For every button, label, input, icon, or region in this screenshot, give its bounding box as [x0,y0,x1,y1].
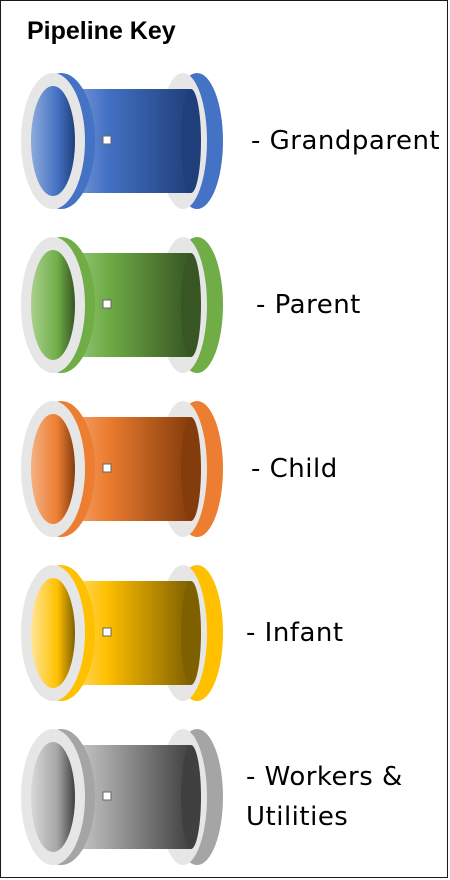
legend-entry: - Child [1,399,447,549]
rotation-handle-icon [102,627,112,637]
legend-title: Pipeline Key [27,17,176,45]
pipe-opening [31,250,75,360]
legend-entry-label: - Workers & Utilities [246,762,403,832]
pipe-icon [21,565,223,701]
pipe-icon [21,73,223,209]
legend-entry-label: - Grandparent [251,126,441,156]
pipe-body-end [181,581,201,685]
pipe-body-end [181,253,201,357]
pipe-opening [31,742,75,852]
pipe-body-end [181,417,201,521]
pipe-icon [21,237,223,373]
rotation-handle-icon [102,791,112,801]
rotation-handle-icon [102,463,112,473]
rotation-handle-icon [102,135,112,145]
pipe-opening [31,578,75,688]
pipe-opening [31,414,75,524]
legend-entry-label: - Child [251,454,338,484]
pipe-opening [31,86,75,196]
legend-entry: - Parent [1,235,447,385]
legend-entry-label: - Parent [256,290,361,320]
legend-entry: - Infant [1,563,447,713]
legend-entry: - Workers & Utilities [1,727,447,877]
legend-entry-label: - Infant [246,618,344,648]
pipe-body-end [181,89,201,193]
pipe-icon [21,401,223,537]
rotation-handle-icon [102,299,112,309]
legend-entry: - Grandparent [1,71,447,221]
pipe-icon [21,729,223,865]
pipe-body-end [181,745,201,849]
